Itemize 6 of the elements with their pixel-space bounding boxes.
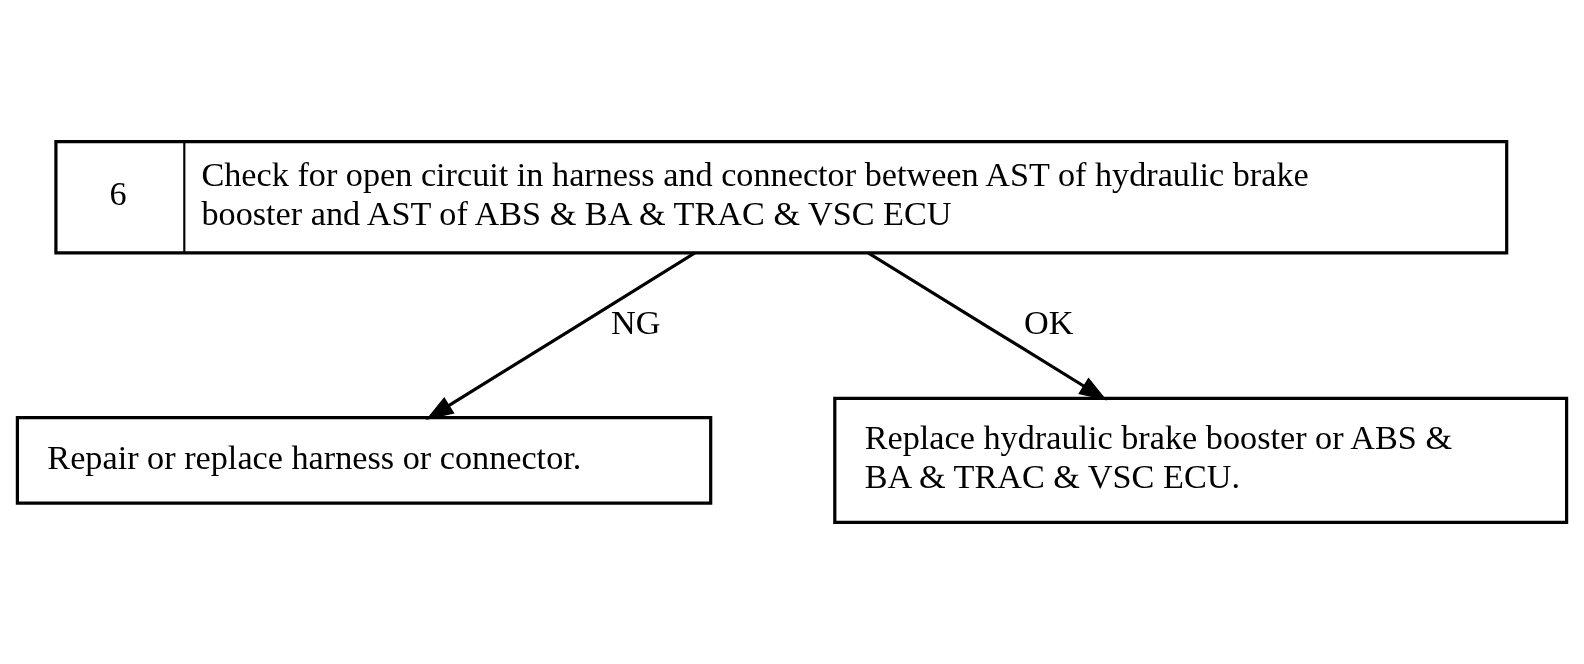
- arrow: [425, 251, 696, 420]
- edge-label: NG: [611, 302, 661, 341]
- arrow: [867, 251, 1108, 401]
- node-box: Repair or replace harness or connector.: [15, 416, 713, 505]
- node-box: Replace hydraulic brake booster or ABS & BA & TRAC & VSC ECU.: [833, 396, 1569, 525]
- edge-label: OK: [1024, 302, 1074, 341]
